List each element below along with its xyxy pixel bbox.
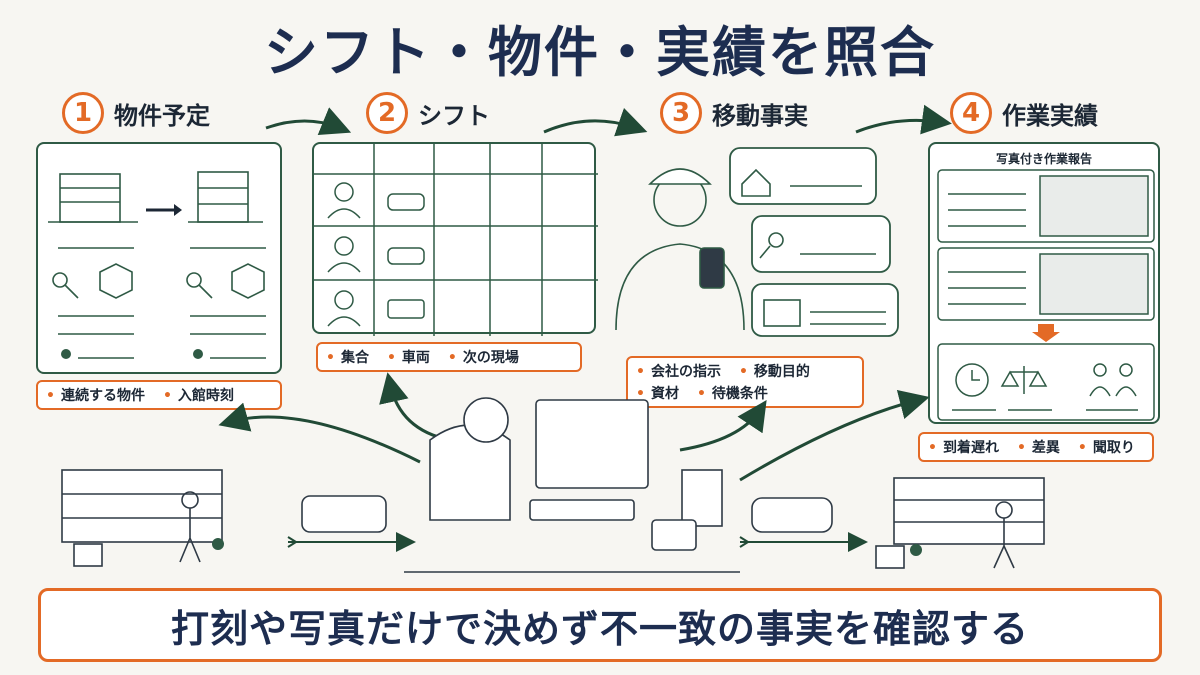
key-icon (52, 272, 68, 288)
speech-bubble-building (729, 147, 877, 205)
work-record-illustration (937, 169, 1155, 421)
van-icon (387, 299, 425, 319)
tag-materials: 資材 (636, 383, 679, 403)
tag-consecutive-properties: 連続する物件 (46, 385, 145, 405)
step-4-number: 4 (950, 92, 992, 134)
arrow-step3-to-step4 (855, 104, 952, 135)
location-pin-icon (61, 349, 71, 359)
photo-report-title: 写真付き作業報告 (995, 152, 1092, 166)
desktop-monitor (535, 399, 649, 489)
key-icon-2 (768, 232, 784, 248)
car-illustration (751, 497, 833, 533)
step-1-number: 1 (62, 92, 104, 134)
arrow-step2-to-step3 (543, 107, 648, 137)
property-plan-illustration (48, 171, 266, 359)
property-plan-tags: 連続する物件 入館時刻 (36, 380, 282, 410)
tag-discrepancy: 差異 (1017, 437, 1060, 457)
office-building-right (893, 477, 1045, 545)
photo-report-2 (937, 247, 1155, 321)
worker-avatar-icon (334, 182, 354, 202)
step-1-header: 1 物件予定 (62, 92, 210, 134)
binders (681, 469, 723, 527)
photo-report-1 (937, 169, 1155, 243)
arrow-step1-to-step2 (265, 107, 352, 136)
house-icon (741, 168, 771, 197)
bottom-message: 打刻や写真だけで決めず不一致の事実を確認する (38, 588, 1162, 662)
speech-bubble-key (751, 215, 891, 273)
arrow-desk-to-panel4 (739, 389, 930, 482)
tag-vehicle: 車両 (387, 347, 430, 367)
step-2-header: 2 シフト (366, 92, 490, 134)
worker-body (615, 243, 745, 331)
box-icon (99, 263, 133, 299)
scale-icon (1000, 366, 1048, 394)
summary-box (937, 343, 1155, 421)
step-3-header: 3 移動事実 (660, 92, 808, 134)
work-record-tags: 到着遅れ 差異 聞取り (918, 432, 1154, 462)
step-3-label: 移動事実 (712, 101, 808, 130)
shift-grid (314, 144, 598, 336)
shop-icon (763, 299, 801, 327)
down-arrow-icon (1032, 324, 1060, 342)
tag-late-arrival: 到着遅れ (928, 437, 999, 457)
clock-icon (955, 363, 989, 397)
step-4-label: 作業実績 (1002, 101, 1098, 130)
tag-travel-purpose: 移動目的 (739, 361, 810, 381)
property-plan-panel (36, 142, 282, 374)
tag-company-instruction: 会社の指示 (636, 361, 721, 381)
keyboard (529, 499, 635, 521)
shift-grid-panel (312, 142, 598, 336)
arrow-desk-to-panel2 (379, 372, 451, 442)
interview-icon (1093, 363, 1107, 377)
package-icon (73, 543, 103, 567)
arrow-desk-to-panel3 (679, 400, 767, 452)
van-illustration (301, 495, 387, 533)
step-2-number: 2 (366, 92, 408, 134)
tag-entry-time: 入館時刻 (163, 385, 234, 405)
tag-waiting-conditions: 待機条件 (697, 383, 768, 403)
step-1-label: 物件予定 (114, 101, 210, 130)
shift-tags: 集合 車両 次の現場 (316, 342, 582, 372)
step-2-label: シフト (418, 101, 490, 130)
tag-next-site: 次の現場 (448, 347, 519, 367)
work-record-panel: 写真付き作業報告 (928, 142, 1160, 424)
office-building-left (61, 469, 223, 543)
desk-phone (651, 519, 697, 551)
tag-gathering: 集合 (326, 347, 369, 367)
phone-icon (699, 247, 725, 289)
car-icon (387, 193, 425, 211)
page-title: シフト・物件・実績を照合 (264, 21, 936, 84)
step-3-number: 3 (660, 92, 702, 134)
arrow-desk-to-panel1 (218, 402, 421, 464)
step-4-header: 4 作業実績 (950, 92, 1098, 134)
speech-bubble-shop (751, 283, 899, 337)
tag-interview: 聞取り (1078, 437, 1135, 457)
